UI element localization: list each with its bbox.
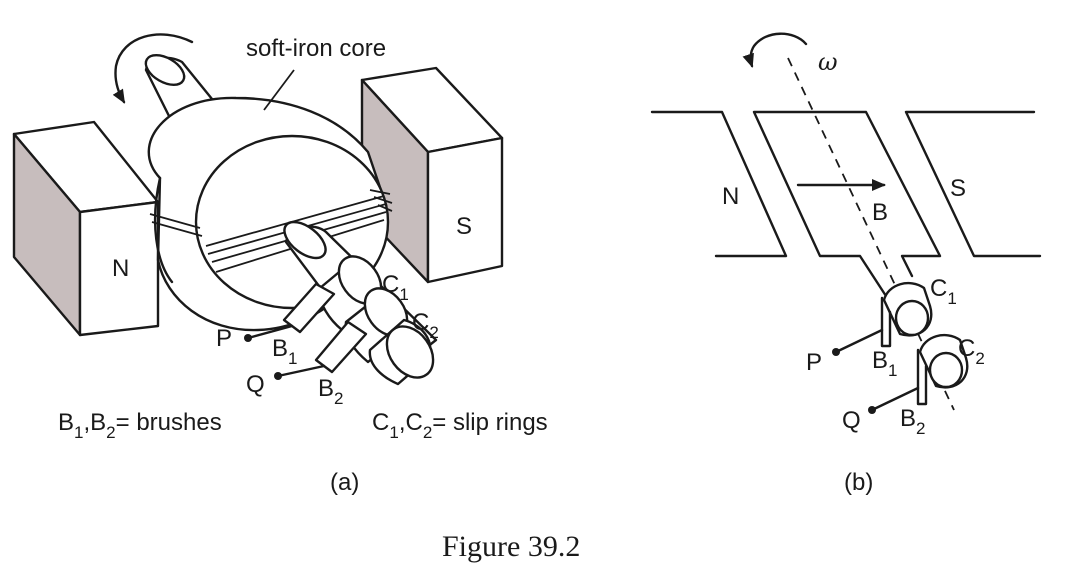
terminal-q-dot: [274, 372, 282, 380]
brush-b1-label: B1: [272, 335, 297, 368]
ring-c1-label: C1: [930, 275, 957, 308]
legend-slip-rings: C1,C2= slip rings: [372, 409, 548, 442]
armature: [752, 110, 942, 298]
core-label: soft-iron core: [246, 35, 386, 62]
terminal-p-dot: [832, 348, 840, 356]
brush-b2-label: B2: [900, 405, 925, 438]
slip-ring-c2: [344, 287, 409, 364]
brush-b2-label: B2: [318, 375, 343, 408]
rotation-arrow-icon: [742, 32, 808, 68]
brush-b2: [274, 320, 368, 380]
legend-brushes: B1,B2= brushes: [58, 409, 222, 442]
brush-b1: [832, 296, 892, 356]
north-magnet: [12, 120, 160, 337]
panel-b-label: (b): [844, 469, 873, 496]
pole-north-label: N: [112, 255, 129, 282]
rotation-arrow-icon: [112, 33, 194, 104]
pole-south-label: S: [950, 175, 966, 202]
diagram-b: ω N S: [650, 32, 1042, 496]
terminal-p-label: P: [806, 349, 822, 376]
brush-b1-label: B1: [872, 347, 897, 380]
brush-b1: [244, 282, 336, 342]
terminal-p-dot: [244, 334, 252, 342]
ring-c2-label: C2: [412, 309, 439, 342]
terminal-q-label: Q: [246, 371, 265, 398]
terminal-q-dot: [868, 406, 876, 414]
ring-c1-label: C1: [382, 271, 409, 304]
panel-a-label: (a): [330, 469, 359, 496]
pole-south-label: S: [456, 213, 472, 240]
brush-b2: [868, 348, 928, 414]
south-pole-piece: [904, 110, 1042, 258]
omega-label: ω: [818, 48, 838, 76]
north-pole-piece: [650, 110, 788, 258]
terminal-p-label: P: [216, 325, 232, 352]
south-magnet: [360, 66, 504, 284]
diagram-a: soft-iron core N S C1 C2 B1 B2 P Q B1,B2…: [12, 33, 548, 496]
field-label: B: [872, 199, 888, 226]
figure-caption: Figure 39.2: [442, 530, 580, 563]
front-shaft: [283, 220, 438, 386]
ring-c2-label: C2: [958, 335, 985, 368]
terminal-q-label: Q: [842, 407, 861, 434]
slip-ring-c1: [882, 281, 933, 337]
pole-north-label: N: [722, 183, 739, 210]
slip-ring-c2: [918, 333, 969, 389]
